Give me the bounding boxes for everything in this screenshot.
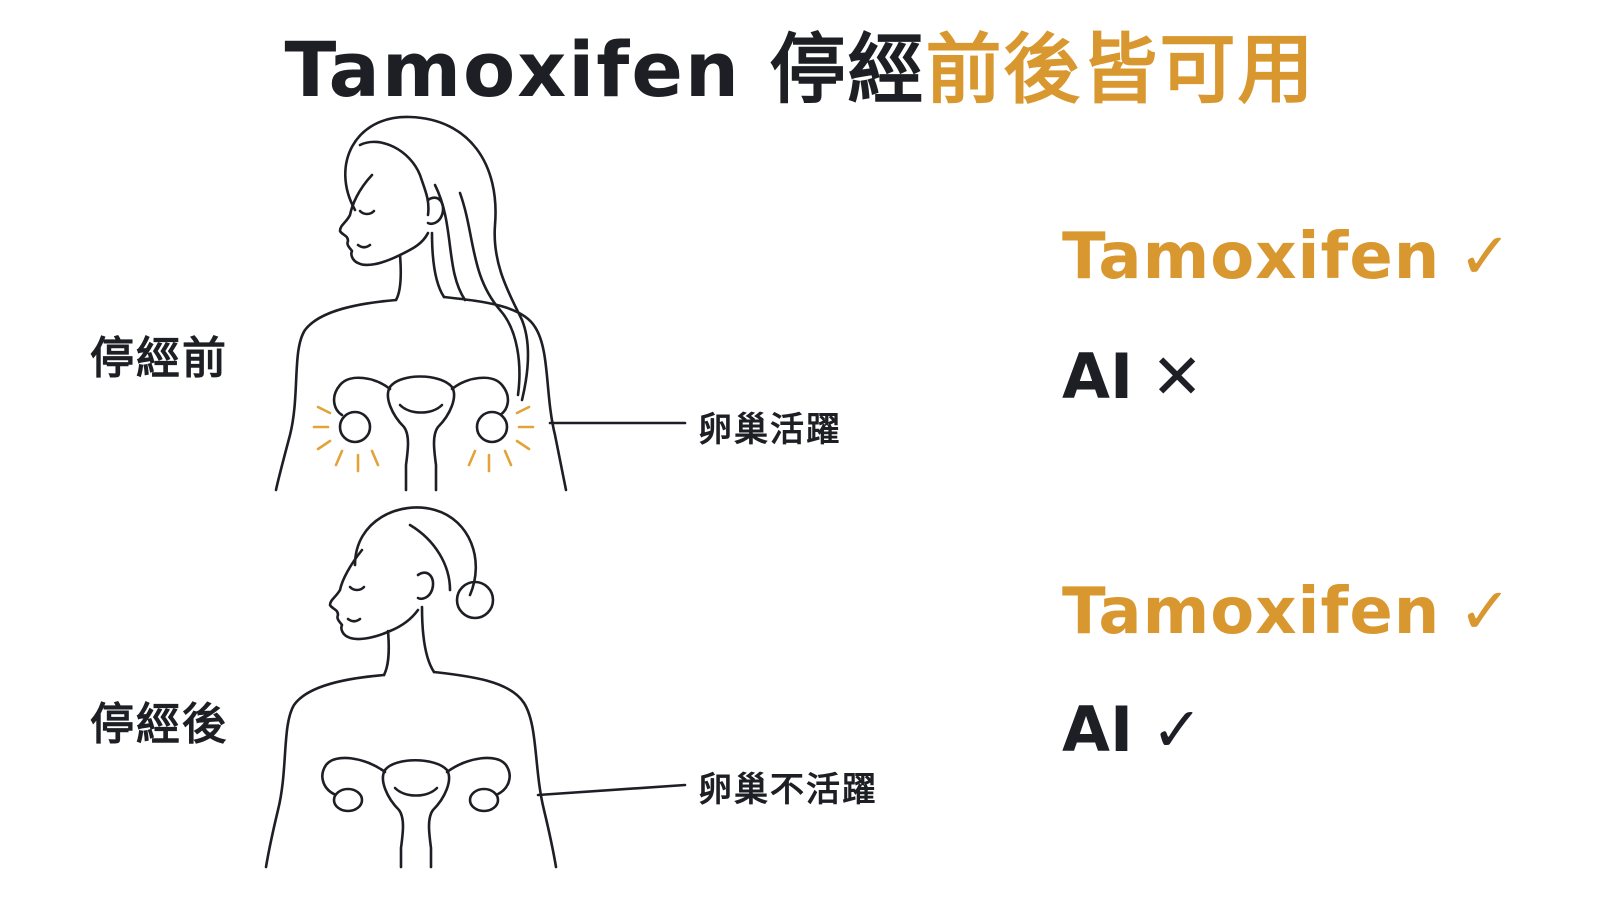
closed-eye — [358, 209, 376, 216]
postmenopause-ai-row: AI✓ — [1062, 693, 1203, 766]
premenopause-ai-row: AI✕ — [1062, 340, 1203, 413]
title-main: Tamoxifen 停經 — [284, 25, 926, 114]
hair-outline — [353, 506, 478, 597]
postmenopause-tamoxifen-row: Tamoxifen✓ — [1062, 575, 1513, 649]
torso-right — [442, 295, 568, 492]
ai-label: AI — [1062, 340, 1134, 413]
ovary-right — [475, 410, 509, 444]
hair-fringe — [358, 140, 430, 217]
ear — [426, 196, 445, 226]
ai-label: AI — [1062, 693, 1134, 766]
ovary-glow-left — [312, 405, 380, 473]
premenopause-tamoxifen-row: Tamoxifen✓ — [1062, 220, 1513, 294]
postmenopause-woman-illustration — [264, 506, 687, 869]
postmenopause-ovary-callout: 卵巢不活躍 — [698, 770, 878, 810]
check-icon: ✓ — [1458, 220, 1513, 294]
torso-right — [432, 670, 558, 869]
face-profile — [338, 173, 430, 267]
torso-left — [264, 673, 386, 869]
hair-strand — [408, 523, 452, 592]
smile — [346, 617, 362, 623]
ear — [416, 571, 435, 601]
uterus-diagram — [332, 375, 510, 492]
tamoxifen-label: Tamoxifen — [1062, 220, 1441, 294]
premenopause-label: 停經前 — [90, 333, 228, 384]
page-title: Tamoxifen 停經前後皆可用 — [0, 8, 1600, 118]
hair-outline — [344, 115, 530, 402]
ovary-right — [468, 787, 500, 813]
cross-icon: ✕ — [1151, 340, 1204, 413]
hair-strand — [458, 191, 521, 397]
check-icon: ✓ — [1458, 575, 1513, 649]
check-icon: ✓ — [1151, 693, 1204, 766]
tamoxifen-label: Tamoxifen — [1062, 575, 1441, 649]
smile — [356, 243, 372, 249]
title-accent: 前後皆可用 — [925, 25, 1316, 114]
premenopause-woman-illustration — [274, 115, 687, 492]
uterus-diagram — [321, 756, 511, 869]
hair-bun — [455, 580, 495, 620]
ovary-glow-right — [467, 405, 535, 473]
callout-leader-line — [536, 783, 687, 797]
torso-left — [274, 298, 398, 492]
ovary-left — [332, 787, 364, 813]
premenopause-ovary-callout: 卵巢活躍 — [698, 410, 842, 450]
closed-eye — [348, 585, 366, 592]
postmenopause-label: 停經後 — [90, 699, 228, 750]
ovary-left — [338, 410, 372, 444]
hair-strand — [433, 183, 467, 302]
face-profile — [328, 548, 420, 641]
